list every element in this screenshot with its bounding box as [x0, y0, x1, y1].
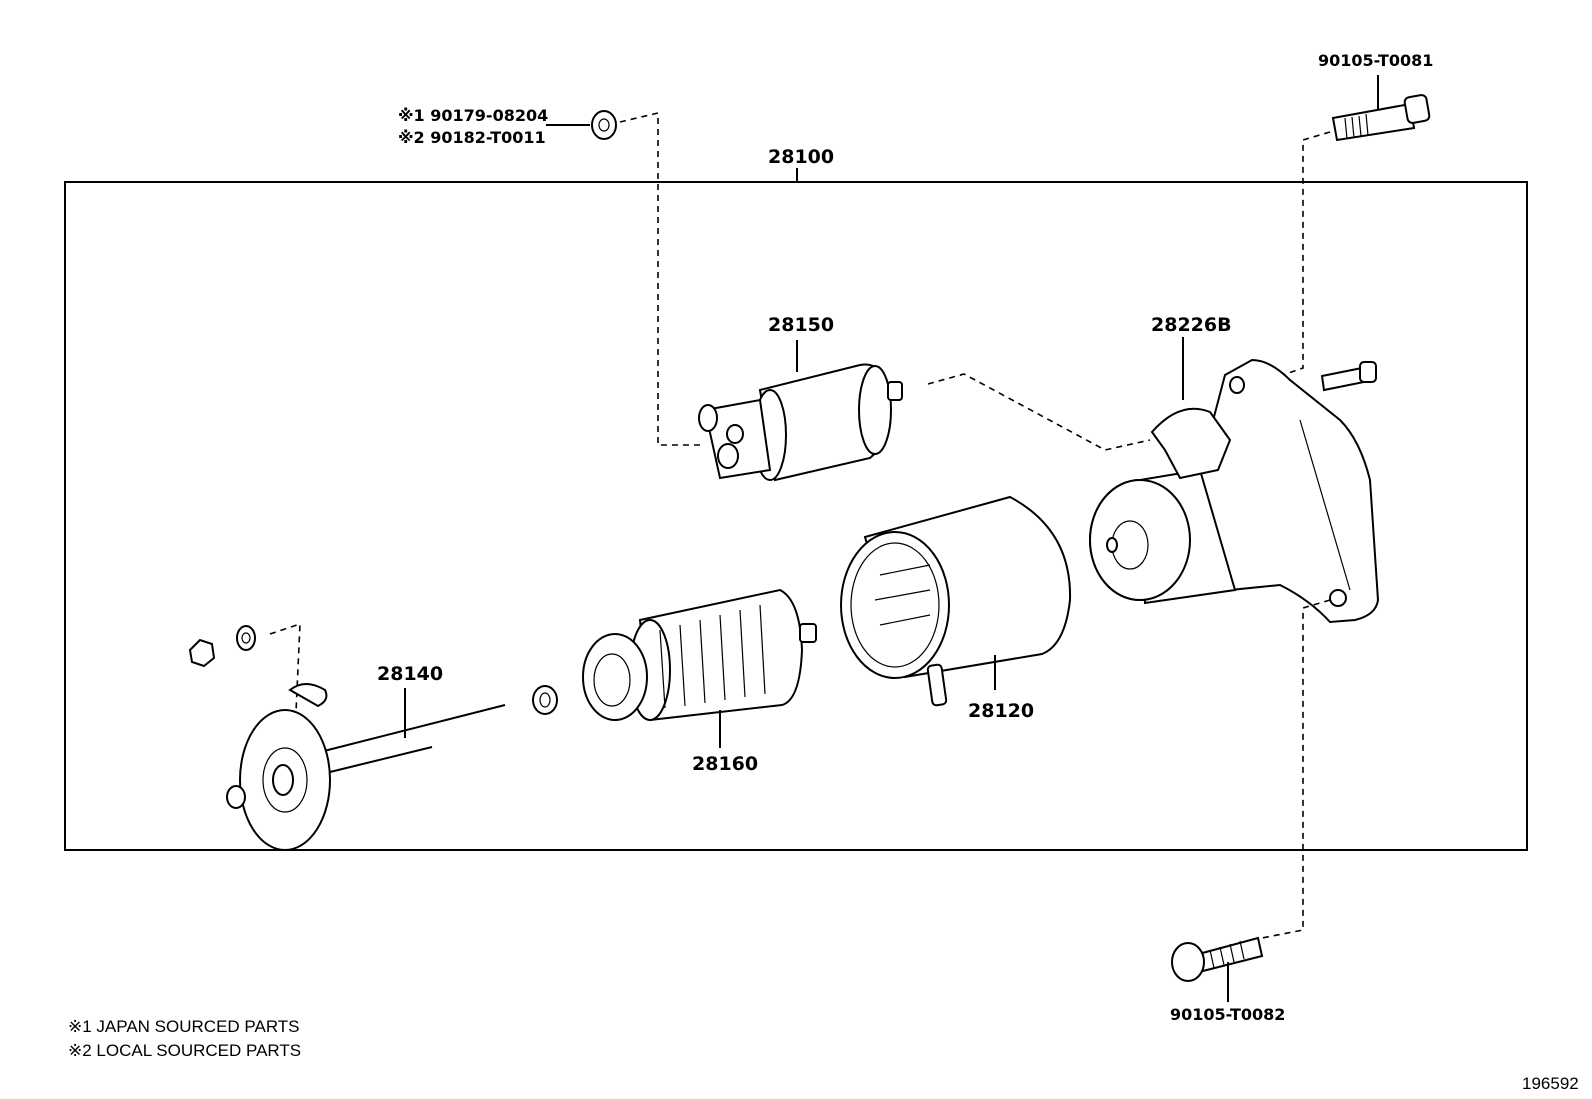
- note-local: ※2 LOCAL SOURCED PARTS: [68, 1041, 301, 1060]
- label-bolt-bottom[interactable]: 90105-T0082: [1170, 1005, 1285, 1024]
- armature-28160[interactable]: [582, 588, 817, 722]
- label-nut-japan[interactable]: ※1 90179-08204: [398, 106, 548, 125]
- solenoid-28150[interactable]: [698, 363, 903, 482]
- washer[interactable]: [532, 685, 558, 715]
- nut-left[interactable]: [188, 638, 216, 668]
- yoke-28120[interactable]: [840, 495, 1072, 707]
- label-28150[interactable]: 28150: [768, 314, 834, 336]
- solenoid-dash: [927, 373, 1151, 451]
- figure-id: 196592: [1522, 1074, 1579, 1093]
- nut-dash: [619, 111, 700, 446]
- label-28226B[interactable]: 28226B: [1151, 314, 1232, 336]
- end-frame-28140[interactable]: [226, 683, 506, 851]
- label-bolt-top[interactable]: 90105-T0081: [1318, 51, 1433, 70]
- housing-28226B[interactable]: [1089, 358, 1380, 624]
- housing-bottom-dash: [1261, 599, 1331, 939]
- bolt-top[interactable]: [1331, 94, 1431, 142]
- label-28140[interactable]: 28140: [377, 663, 443, 685]
- bolt-top-dash: [1279, 131, 1331, 377]
- label-nut-local[interactable]: ※2 90182-T0011: [398, 128, 546, 147]
- label-28120[interactable]: 28120: [968, 700, 1034, 722]
- washer-left[interactable]: [236, 625, 256, 651]
- label-28160[interactable]: 28160: [692, 753, 758, 775]
- nut-top[interactable]: [546, 110, 617, 140]
- note-japan: ※1 JAPAN SOURCED PARTS: [68, 1017, 300, 1036]
- label-28100[interactable]: 28100: [768, 146, 834, 168]
- bolt-bottom[interactable]: [1171, 936, 1264, 982]
- bolt-housing-small[interactable]: [1320, 361, 1377, 392]
- left-dash: [269, 622, 301, 713]
